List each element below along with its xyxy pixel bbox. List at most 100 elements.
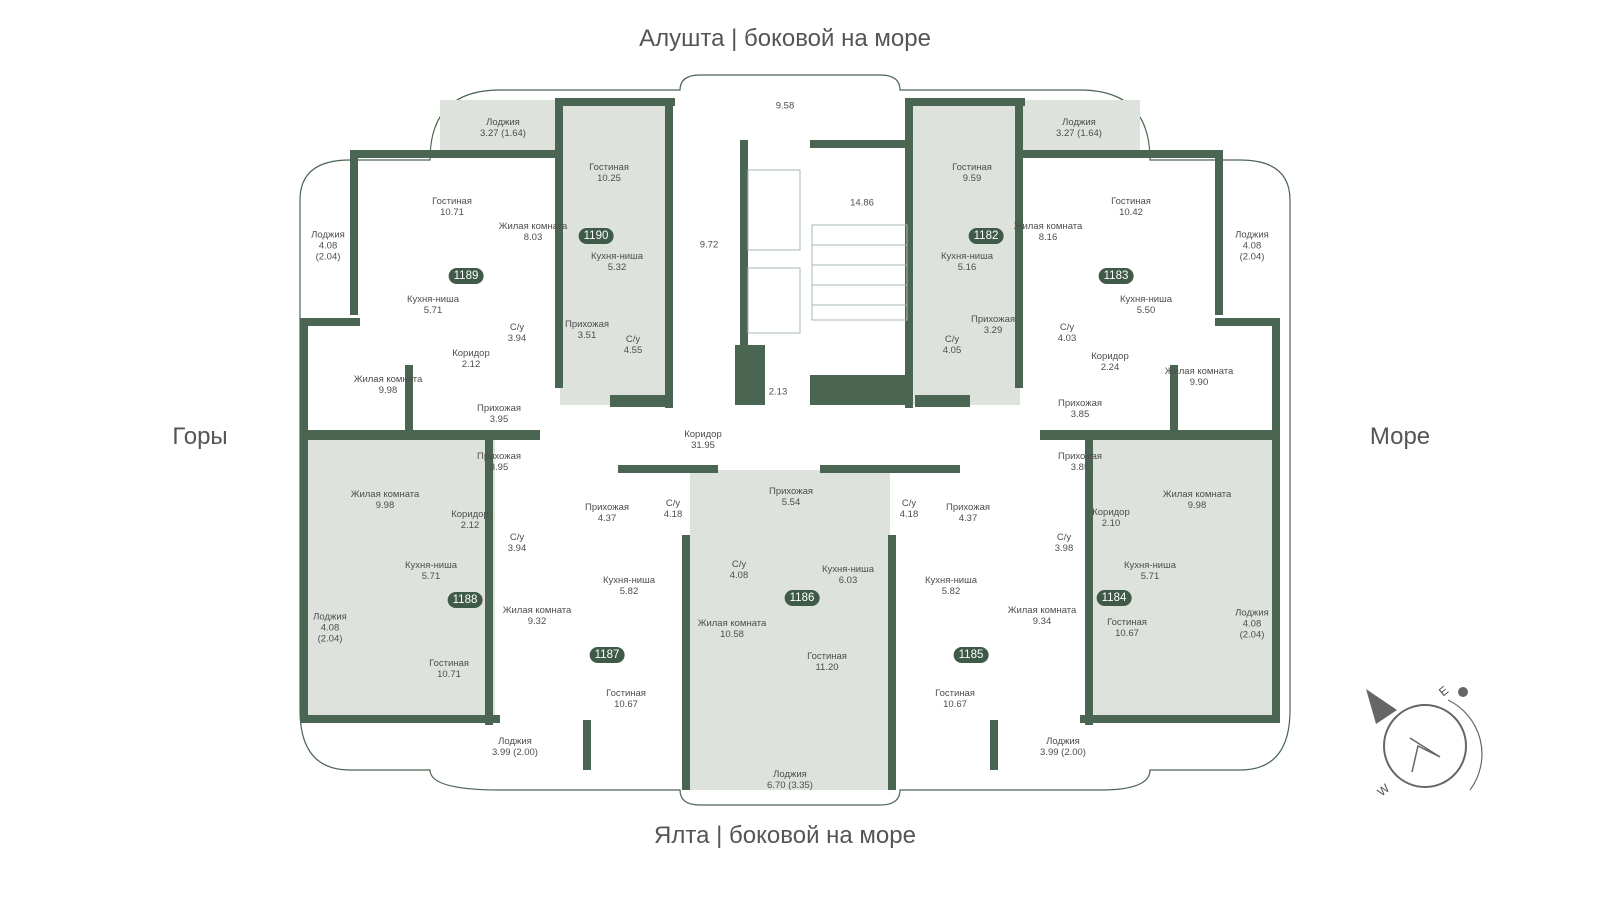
room-name: Лоджия	[486, 117, 520, 128]
room-name: Прихожая	[970, 314, 1016, 325]
room-name: С/у	[901, 498, 917, 509]
room-area: 4.08 (2.04)	[1239, 618, 1265, 641]
room-name: Прихожая	[1057, 451, 1103, 462]
room-name: Жилая комната	[1007, 605, 1077, 616]
apartment-badge[interactable]: 1183	[1098, 268, 1134, 284]
apartment-badge[interactable]: 1188	[447, 592, 483, 608]
room-area: 11.20	[815, 662, 839, 673]
apartment-badge[interactable]: 1182	[968, 228, 1004, 244]
apartment-badge[interactable]: 1190	[578, 228, 614, 244]
room-area: 5.82	[941, 586, 961, 597]
heading-left: Горы	[172, 423, 228, 450]
room-name: Коридор	[684, 429, 722, 440]
room-label: 14.86	[850, 198, 874, 209]
room-name: С/у	[509, 532, 525, 543]
room-area: 3.29	[983, 325, 1003, 336]
room-name: Коридор	[1092, 507, 1130, 518]
room-name: Коридор	[452, 348, 490, 359]
room-name: Кухня-ниша	[924, 575, 978, 586]
apartment-badge[interactable]: 1189	[448, 268, 484, 284]
room-area: 4.08	[729, 570, 749, 581]
room-area: 10.71	[437, 669, 461, 680]
room-name: Кухня-ниша	[821, 564, 875, 575]
room-name: Кухня-ниша	[1119, 294, 1173, 305]
room-name: Лоджия	[311, 229, 345, 241]
room-area: 10.67	[943, 699, 967, 710]
room-area: 6.70 (3.35)	[767, 780, 813, 791]
room-area: 10.42	[1119, 207, 1143, 218]
room-area: 4.08 (2.04)	[315, 240, 341, 263]
room-name: Гостиная	[429, 658, 469, 669]
room-name: Жилая комната	[350, 489, 420, 500]
room-area: 3.94	[507, 333, 527, 344]
room-name: Гостиная	[1107, 617, 1147, 628]
room-area: 4.18	[663, 509, 683, 520]
room-name: Прихожая	[584, 502, 630, 513]
room-area: 9.32	[527, 616, 547, 627]
room-area: 5.82	[619, 586, 639, 597]
room-label: 9.58	[776, 101, 795, 112]
room-area: 8.03	[523, 232, 543, 243]
room-area: 4.08 (2.04)	[1239, 240, 1265, 263]
room-name: С/у	[1059, 322, 1075, 333]
room-area: 9.58	[775, 100, 795, 112]
room-name: Жилая комната	[1013, 221, 1083, 232]
room-name: Жилая комната	[502, 605, 572, 616]
apartment-badge[interactable]: 1184	[1096, 590, 1132, 606]
room-area: 10.58	[720, 629, 744, 640]
room-name: Кухня-ниша	[404, 560, 458, 571]
room-label: 2.13	[769, 387, 788, 398]
room-area: 31.95	[691, 440, 715, 451]
heading-bottom: Ялта | боковой на море	[654, 822, 916, 849]
room-name: Прихожая	[1057, 398, 1103, 409]
room-area: 3.98	[1054, 543, 1074, 554]
room-name: Жилая комната	[1164, 366, 1234, 377]
apartment-badge[interactable]: 1187	[589, 647, 625, 663]
stairs	[747, 169, 908, 334]
room-name: Жилая комната	[697, 618, 767, 629]
room-area: 9.98	[1187, 500, 1207, 511]
room-area: 4.37	[597, 513, 617, 524]
room-name: Прихожая	[768, 486, 814, 497]
room-name: Кухня-ниша	[602, 575, 656, 586]
building-outline	[299, 74, 1291, 806]
room-name: С/у	[944, 334, 960, 345]
apartment-badge[interactable]: 1185	[953, 647, 989, 663]
room-name: С/у	[1056, 532, 1072, 543]
room-name: Гостиная	[935, 688, 975, 699]
room-area: 9.98	[378, 385, 398, 396]
room-area: 3.99 (2.00)	[1040, 747, 1086, 758]
room-name: Лоджия	[1046, 736, 1080, 747]
room-name: Прихожая	[476, 451, 522, 462]
room-area: 3.27 (1.64)	[480, 128, 526, 139]
room-area: 14.86	[850, 197, 874, 209]
room-area: 9.72	[699, 239, 719, 251]
apartment-badge[interactable]: 1186	[784, 590, 820, 606]
room-area: 8.16	[1038, 232, 1058, 243]
room-name: Лоджия	[773, 769, 807, 780]
room-area: 9.59	[962, 173, 982, 184]
